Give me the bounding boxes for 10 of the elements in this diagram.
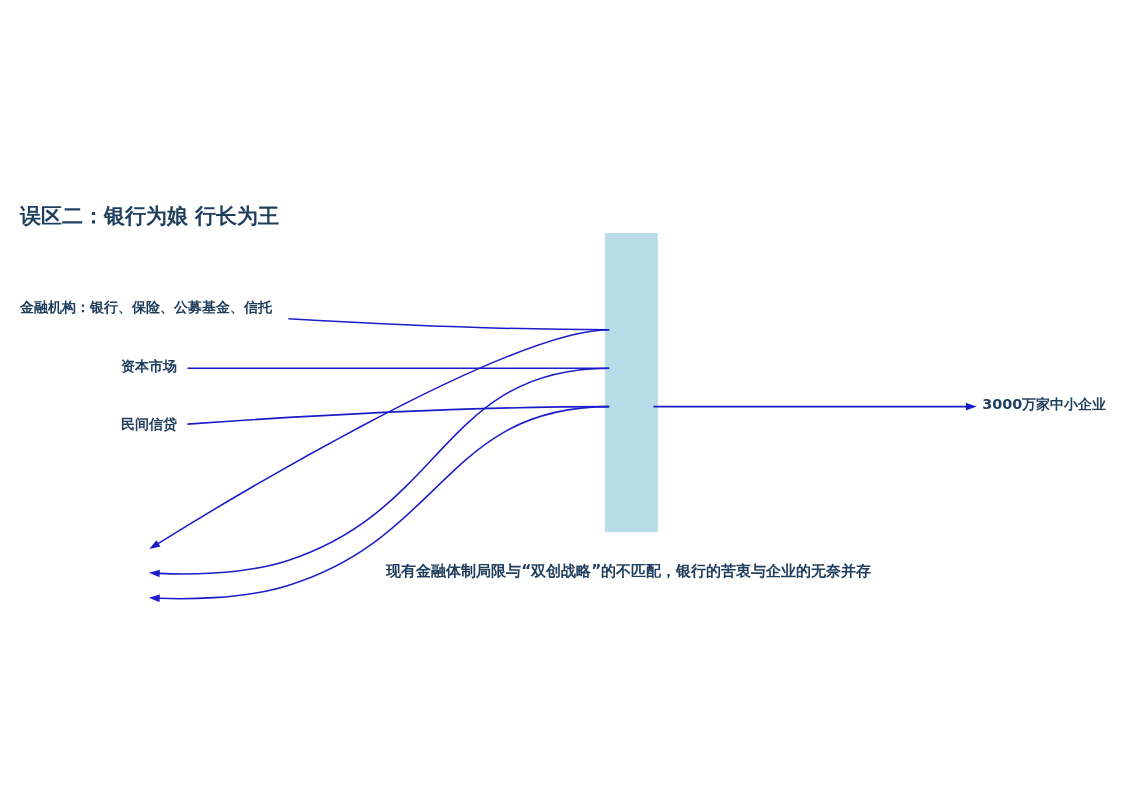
node-text: 3000万家中小企业 [982, 395, 1107, 412]
node-text: 金融机构：银行、保险、公募基金、信托 [19, 298, 272, 315]
node-text: 资本市场 [120, 357, 177, 374]
node-text: 民间信贷 [120, 415, 177, 432]
arrow [652, 402, 977, 410]
diagram-title: 误区二：银行为娘 行长为王 [19, 202, 280, 228]
caption: 现有金融体制局限与“双创战略”的不匹配，银行的苦衷与企业的无奈并存 [386, 561, 872, 580]
arrow [148, 366, 610, 577]
arrow [148, 405, 610, 602]
arrow [149, 328, 610, 549]
